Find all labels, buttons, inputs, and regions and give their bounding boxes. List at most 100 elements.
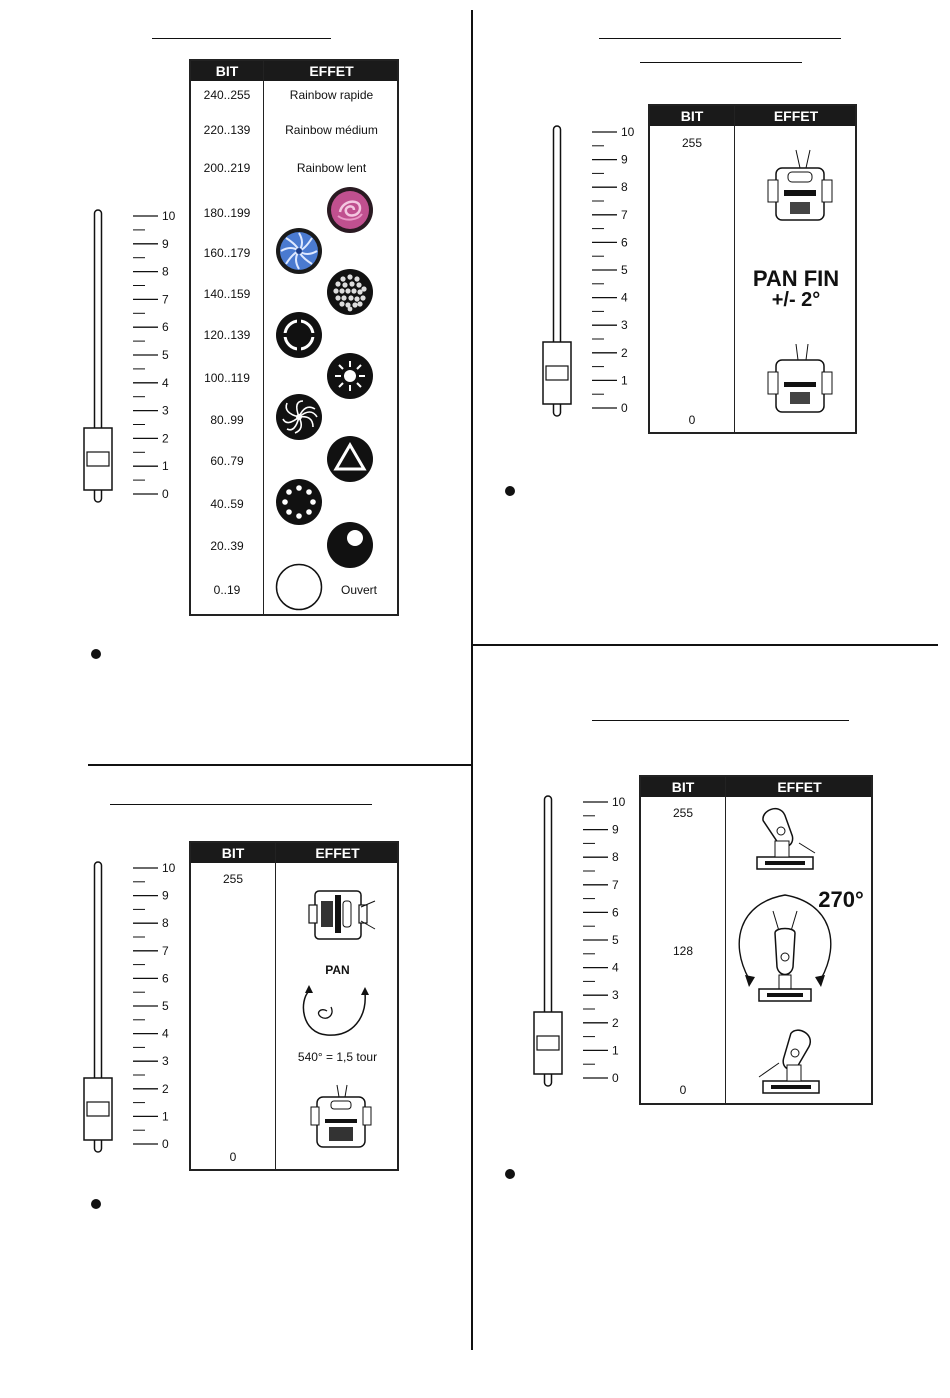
column-divider <box>725 777 726 1103</box>
rotation-arrow-icon <box>302 985 369 1036</box>
fader-tick-label: 10 <box>162 209 176 223</box>
effect-label: Rainbow rapide <box>289 88 374 102</box>
right-section-divider <box>472 644 938 646</box>
fader-knob-grip <box>86 1101 110 1117</box>
gobo-spiral-icon <box>276 394 322 440</box>
fader-tick-label: 1 <box>621 373 628 387</box>
fader-tick-label: 7 <box>162 944 169 958</box>
bit-value: 20..39 <box>210 539 244 553</box>
bit-value-min: 0 <box>679 1083 687 1097</box>
bullet-point <box>505 1169 515 1179</box>
table-header: BIT EFFET <box>191 843 397 863</box>
bit-value: 120..139 <box>203 328 251 342</box>
gobo-open-icon <box>275 563 323 611</box>
bit-value: 140..159 <box>203 287 251 301</box>
left-section-divider <box>88 764 472 766</box>
fader-tick-label: 9 <box>162 237 169 251</box>
bit-value: 80..99 <box>210 413 244 427</box>
fader-tick-label: 5 <box>162 999 169 1013</box>
effect-label: Ouvert <box>340 583 377 597</box>
fader-tick-label: 0 <box>162 1137 169 1151</box>
bit-value: 240..255 <box>203 88 251 102</box>
fader-tick-label: 0 <box>162 487 169 501</box>
tilt-arc-icon <box>738 894 832 1002</box>
bit-header: BIT <box>671 779 695 795</box>
effect-header: EFFET <box>777 779 822 795</box>
fader-tick-label: 9 <box>612 823 619 837</box>
section-title-underline <box>110 804 372 805</box>
fader-tick-label: 8 <box>621 180 628 194</box>
section-title-underline <box>592 720 849 721</box>
fader-tick-label: 4 <box>612 961 619 975</box>
table-header: BIT EFFET <box>641 777 871 797</box>
pan-fine-range: +/- 2° <box>771 289 821 311</box>
gobo-single-dot-icon <box>327 522 373 568</box>
fader-tick-label: 3 <box>621 318 628 332</box>
gobo-triangle-icon <box>327 436 373 482</box>
fader-tick-label: 5 <box>612 933 619 947</box>
fader-knob-grip <box>545 365 569 381</box>
gobo-ring-icon <box>276 312 322 358</box>
moving-head-top-view-icon <box>308 890 376 940</box>
bit-value-max: 255 <box>222 872 244 886</box>
fader-tick-label: 1 <box>162 1109 169 1123</box>
fader-tick-label: 4 <box>162 376 169 390</box>
fader-knob-grip <box>86 451 110 467</box>
bit-value: 220..139 <box>203 123 251 137</box>
gobo-sun-icon <box>327 353 373 399</box>
gobo-blue-flower-icon <box>276 228 322 274</box>
fader-tick-label: 6 <box>162 320 169 334</box>
moving-head-front-view-icon <box>310 1084 372 1148</box>
column-divider <box>734 106 735 432</box>
bit-value-max: 255 <box>672 806 694 820</box>
fader-tick-label: 7 <box>162 292 169 306</box>
fader-tick-label: 9 <box>621 153 628 167</box>
bit-value: 180..199 <box>203 206 251 220</box>
gobo-dots-icon <box>327 269 373 315</box>
pan-fine-label: PAN FIN <box>752 266 840 291</box>
fader-tick-label: 6 <box>621 235 628 249</box>
fader-tick-label: 1 <box>162 459 169 473</box>
section-title-underline <box>152 38 331 39</box>
pan-fine-table: BIT EFFET 255 0 PAN FIN +/- 2° <box>648 104 857 434</box>
fader-tick-label: 9 <box>162 889 169 903</box>
fader-tick-label: 8 <box>162 265 169 279</box>
fader-tick-label: 6 <box>612 905 619 919</box>
pan-table: BIT EFFET 255 0 PAN 540° = 1,5 tour <box>189 841 399 1171</box>
bit-value: 0..19 <box>213 583 241 597</box>
gobo-dot-ring-icon <box>276 479 322 525</box>
effect-label: Rainbow médium <box>285 123 378 137</box>
table-header: BIT EFFET <box>650 106 855 126</box>
bit-header: BIT <box>680 108 704 124</box>
pan-caption: 540° = 1,5 tour <box>297 1050 378 1064</box>
fader-tick-label: 0 <box>612 1071 619 1085</box>
tilt-backward-icon <box>758 1029 820 1094</box>
fader-tick-label: 1 <box>612 1043 619 1057</box>
bit-value-min: 0 <box>229 1150 237 1164</box>
fader-tick-label: 2 <box>162 1082 169 1096</box>
pan-label: PAN <box>325 963 350 977</box>
section-title-underline <box>640 62 802 63</box>
bit-header: BIT <box>221 845 245 861</box>
bit-value-max: 255 <box>681 136 703 150</box>
bullet-point <box>505 486 515 496</box>
gobo-magenta-swirl-icon <box>327 187 373 233</box>
bit-value: 100..119 <box>204 371 250 385</box>
fader-tick-label: 5 <box>162 348 169 362</box>
bullet-point <box>91 1199 101 1209</box>
bit-value: 160..179 <box>203 246 251 260</box>
fader-tick-label: 0 <box>621 401 628 415</box>
bit-value: 60..79 <box>210 454 244 468</box>
fader-tick-label: 10 <box>612 795 626 809</box>
fader-tick-label: 6 <box>162 971 169 985</box>
effect-header: EFFET <box>773 108 819 124</box>
fader-tick-label: 3 <box>612 988 619 1002</box>
table-header: BIT EFFET <box>191 61 397 81</box>
fader-knob-grip <box>536 1035 560 1051</box>
section-title-underline <box>599 38 841 39</box>
tilt-table: BIT EFFET 255 128 0 270° <box>639 775 873 1105</box>
center-vertical-divider <box>471 10 473 1350</box>
bit-value: 40..59 <box>210 497 244 511</box>
